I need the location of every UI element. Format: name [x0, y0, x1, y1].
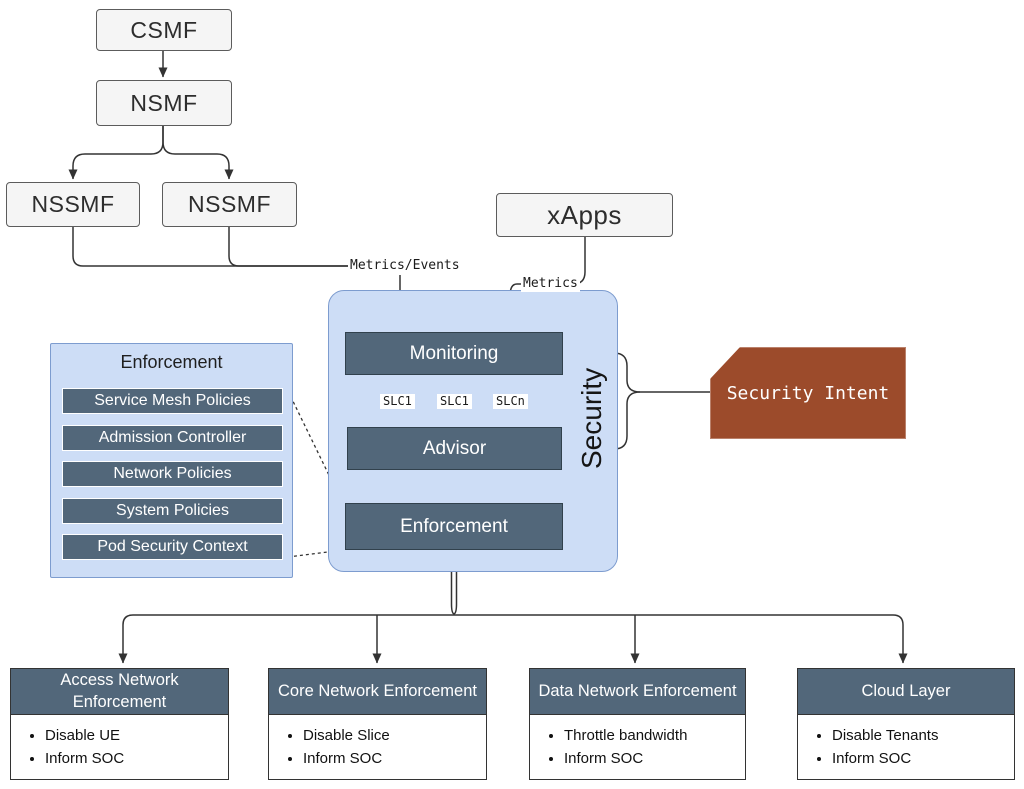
enforcement-panel-title: Enforcement — [120, 352, 223, 372]
panel-item-admission-controller: Admission Controller — [62, 425, 283, 451]
edge-dist-right — [454, 614, 908, 664]
edge-enforcement-down-1 — [450, 550, 455, 615]
edge-nssmf-right-metrics — [228, 227, 348, 267]
edge-brace-advisor — [566, 391, 641, 454]
metrics-events-label: Metrics/Events — [348, 258, 462, 275]
core-item-disable-slice: Disable Slice — [303, 727, 486, 744]
access-item-inform-soc: Inform SOC — [45, 750, 228, 767]
data-network-enforcement-box: Data Network Enforcement Throttle bandwi… — [529, 668, 746, 780]
data-item-throttle-bandwidth: Throttle bandwidth — [564, 727, 745, 744]
xapps-box: xApps — [496, 193, 673, 237]
csmf-box: CSMF — [96, 9, 232, 51]
core-network-enforcement-title: Core Network Enforcement — [269, 669, 486, 715]
edge-enforcement-down-2 — [453, 550, 458, 615]
slcn-label: SLCn — [493, 394, 528, 410]
access-network-enforcement-box: Access Network Enforcement Disable UE In… — [10, 668, 229, 780]
edge-nsmf-nssmf-left — [68, 126, 164, 180]
data-item-inform-soc: Inform SOC — [564, 750, 745, 767]
panel-item-service-mesh-policies: Service Mesh Policies — [62, 388, 283, 414]
panel-item-network-policies: Network Policies — [62, 461, 283, 487]
monitoring-box: Monitoring — [345, 332, 563, 375]
edge-brace-monitoring — [566, 348, 641, 393]
edge-dist-left — [118, 614, 454, 664]
core-item-inform-soc: Inform SOC — [303, 750, 486, 767]
cloud-layer-title: Cloud Layer — [798, 669, 1014, 715]
core-network-enforcement-box: Core Network Enforcement Disable Slice I… — [268, 668, 487, 780]
security-intent-box: Security Intent — [710, 347, 906, 439]
advisor-box: Advisor — [347, 427, 562, 470]
slc1-label-b: SLC1 — [437, 394, 472, 410]
edge-nsmf-nssmf-right — [162, 126, 234, 180]
metrics-label: Metrics — [521, 276, 580, 293]
nsmf-box: NSMF — [96, 80, 232, 126]
slc1-label-a: SLC1 — [380, 394, 415, 410]
cloud-item-inform-soc: Inform SOC — [832, 750, 1014, 767]
panel-item-pod-security-context: Pod Security Context — [62, 534, 283, 560]
data-network-enforcement-title: Data Network Enforcement — [530, 669, 745, 715]
access-network-enforcement-title: Access Network Enforcement — [11, 669, 228, 715]
cloud-layer-box: Cloud Layer Disable Tenants Inform SOC — [797, 668, 1015, 780]
nssmf-left-box: NSSMF — [6, 182, 140, 227]
enforcement-panel: Enforcement Service Mesh Policies Admiss… — [50, 343, 293, 578]
panel-item-system-policies: System Policies — [62, 498, 283, 524]
nssmf-right-box: NSSMF — [162, 182, 297, 227]
cloud-item-disable-tenants: Disable Tenants — [832, 727, 1014, 744]
enforcement-box: Enforcement — [345, 503, 563, 550]
edge-nssmf-left-metrics — [72, 227, 348, 267]
security-side-label: Security — [576, 367, 607, 469]
access-item-disable-ue: Disable UE — [45, 727, 228, 744]
